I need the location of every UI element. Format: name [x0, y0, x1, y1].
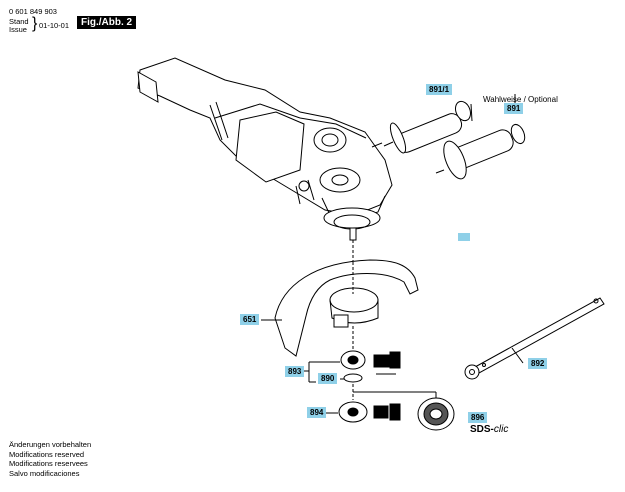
label-894: 894: [307, 407, 327, 418]
label-891: 891: [504, 103, 524, 114]
issue-date: 01-10-01: [39, 21, 70, 30]
guard-651: [274, 259, 419, 357]
label-890: 890: [318, 373, 338, 384]
spanner-wrench-892: [464, 297, 605, 380]
label-891-1: 891/1: [426, 84, 453, 95]
side-handle-891-1: [371, 100, 471, 154]
footer-notes: Änderungen vorbehalten Modifications res…: [9, 440, 91, 478]
stand-label: Stand: [9, 17, 29, 26]
sds-text: SDS-: [470, 424, 494, 435]
side-handle-891: [435, 123, 526, 180]
footer-line: Modifications reserved: [9, 449, 85, 459]
brace-glyph: }: [32, 15, 38, 32]
footer-line: Modifications reservees: [9, 459, 88, 468]
spindle: [349, 227, 357, 241]
label-892: 892: [528, 358, 548, 369]
flange-893: [340, 350, 366, 383]
reference-marker: [458, 233, 470, 241]
footer-line: Salvo modificaciones: [9, 468, 80, 478]
label-651: 651: [240, 314, 260, 325]
footer-line: Änderungen vorbehalten: [9, 440, 92, 449]
part-number: 0 601 849 903: [9, 7, 57, 16]
optional-label: Wahlweise / Optional: [483, 95, 558, 104]
issue-label: Issue: [9, 25, 27, 34]
figure-label: Fig./Abb. 2: [77, 16, 137, 29]
angle-grinder: [137, 57, 393, 230]
sds-clic-logo: SDS-clic: [470, 424, 508, 435]
mounting-nut-detail: [373, 351, 401, 375]
label-893: 893: [285, 366, 305, 377]
label-896: 896: [468, 412, 488, 423]
sds-clic-nut-896: [417, 397, 455, 431]
clamping-nut-894: [338, 401, 401, 423]
clic-text: clic: [493, 424, 509, 435]
